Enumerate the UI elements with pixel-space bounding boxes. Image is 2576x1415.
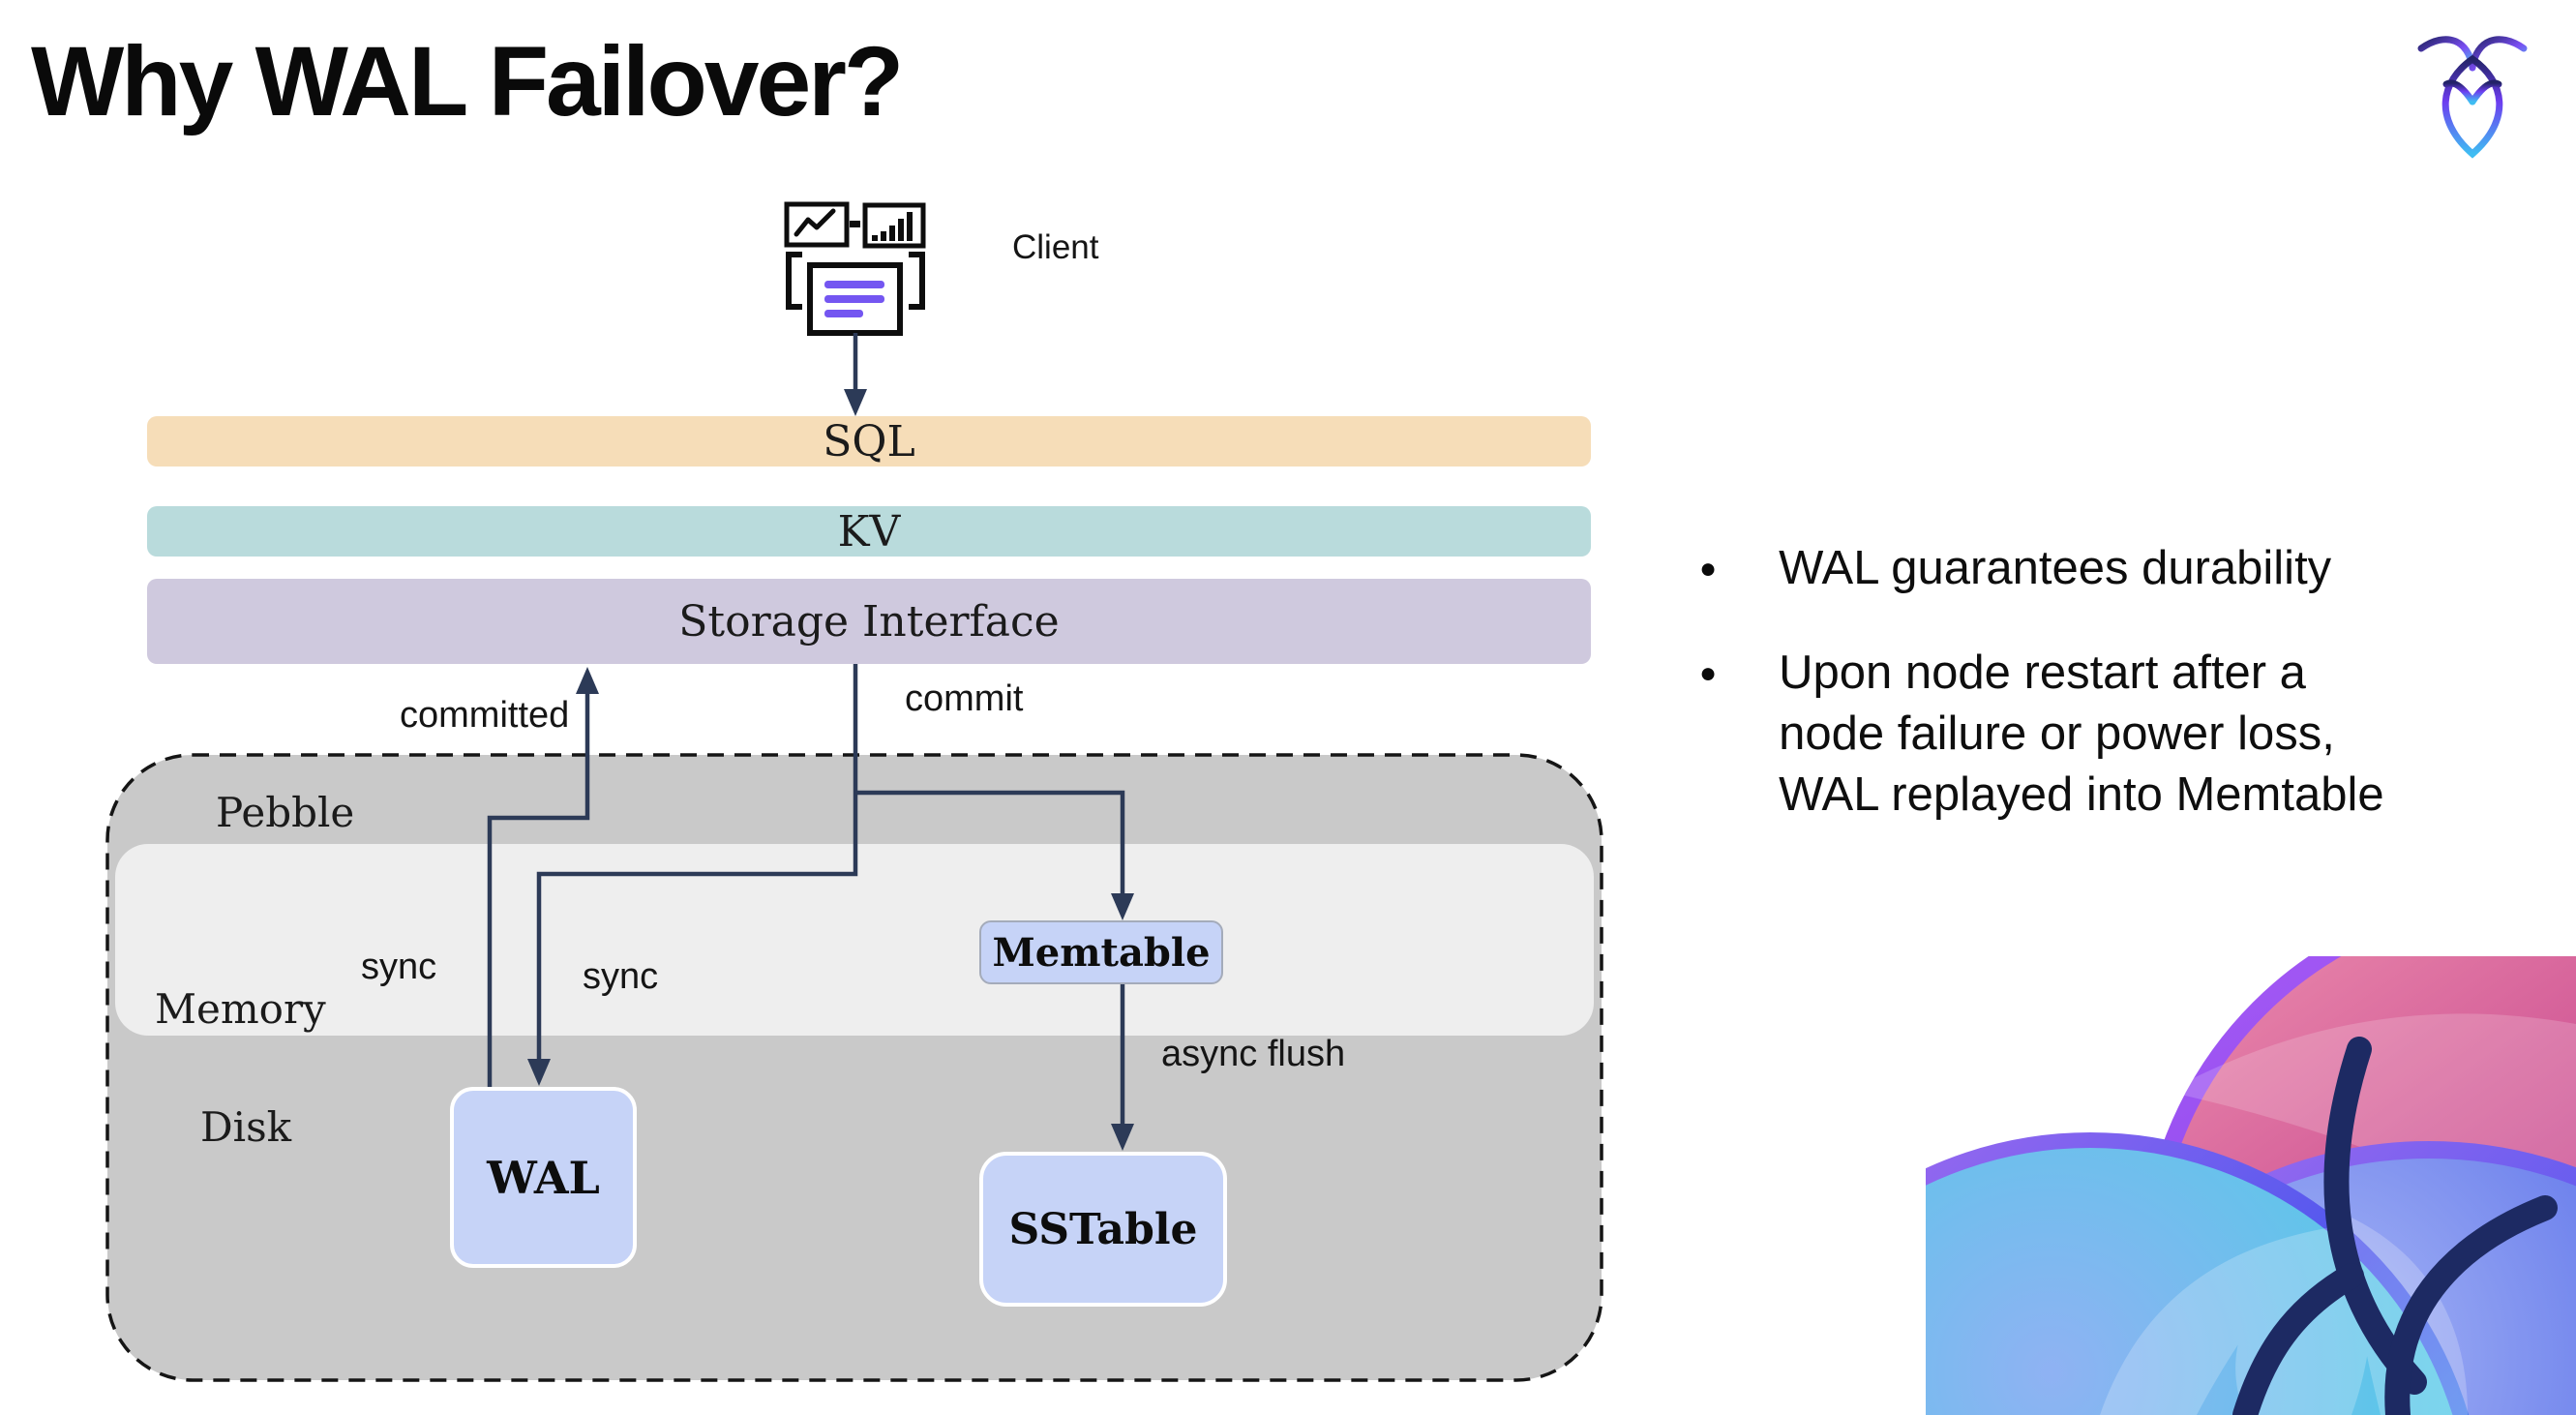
disk-label: Disk [200, 1103, 292, 1151]
memory-label: Memory [155, 985, 326, 1033]
edge-label-sync-right: sync [583, 956, 659, 997]
client-label: Client [1012, 228, 1099, 266]
edge-committed [487, 681, 590, 1087]
client-monitors-icon [784, 201, 926, 336]
pebble-label: Pebble [216, 789, 355, 836]
bullet-dot-icon: ● [1699, 553, 1718, 585]
brand-flourish-graphic [1926, 956, 2576, 1415]
node-wal: WAL [450, 1087, 637, 1268]
diagram-edges [487, 333, 1125, 1136]
layer-bar-kv: KV [147, 506, 1591, 557]
edge-label-commit: commit [905, 678, 1024, 719]
flourish-veins [2232, 1037, 2558, 1415]
page-title: Why WAL Failover? [31, 26, 904, 136]
node-memtable: Memtable [979, 920, 1223, 984]
edge-commit-to-wal [536, 664, 858, 1071]
dash-connector [850, 221, 860, 227]
bullet-text: WAL guarantees durability [1779, 542, 2332, 594]
diagram-arrowheads [527, 389, 1134, 1151]
cockroachdb-logo-icon [2417, 36, 2528, 159]
layer-bar-storage: Storage Interface [147, 579, 1591, 664]
layer-bar-sql: SQL [147, 416, 1591, 467]
bullet-dot-icon: ● [1699, 657, 1718, 689]
memory-band [115, 844, 1594, 1036]
edge-commit-to-memtable [855, 790, 1125, 906]
list-item: ● WAL guarantees durability [1699, 538, 2551, 600]
line-chart-icon [784, 201, 850, 248]
edge-label-sync-left: sync [361, 947, 437, 987]
node-sstable: SSTable [979, 1152, 1227, 1307]
edge-label-committed: committed [400, 695, 570, 736]
flourish-cyan-orb [1926, 1132, 2470, 1415]
edge-label-async-flush: async flush [1161, 1034, 1346, 1074]
left-bracket [786, 252, 802, 310]
list-item: ● Upon node restart after a node failure… [1699, 643, 2551, 826]
bullet-text: Upon node restart after a node failure o… [1779, 647, 2384, 821]
right-bracket [909, 252, 925, 310]
bullet-list: ● WAL guarantees durability ● Upon node … [1699, 538, 2551, 868]
